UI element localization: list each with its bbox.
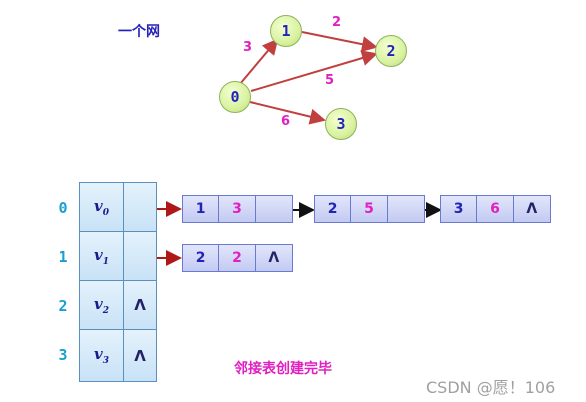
graph-node-0: 0	[219, 81, 251, 113]
vertex-first-ptr-1	[123, 231, 157, 281]
edge-node-v0-2: 2 5	[314, 195, 425, 223]
edge-next-ptr	[256, 196, 292, 222]
watermark: CSDN @愿！106	[426, 378, 556, 397]
null-pointer-3: Λ	[134, 346, 146, 365]
row-index-0: 0	[58, 199, 68, 217]
edge-0-2	[250, 50, 378, 92]
graph-node-1: 1	[270, 15, 302, 47]
edge-node-v0-3: 3 6 Λ	[440, 195, 551, 223]
vertex-cell-1: v1	[79, 231, 124, 281]
vertex-label-0: v0	[94, 196, 109, 218]
vertex-first-ptr-2: Λ	[123, 280, 157, 330]
weight-0-1: 3	[243, 40, 253, 55]
vertex-label-2: v2	[94, 294, 109, 316]
graph-node-3: 3	[325, 108, 357, 140]
null-pointer: Λ	[526, 201, 538, 217]
weight-0-3: 6	[281, 114, 291, 129]
vertex-label-3: v3	[94, 345, 109, 366]
vertex-label-1: v1	[94, 245, 109, 267]
edge-weight: 2	[219, 245, 256, 271]
edge-weight: 6	[477, 196, 514, 222]
edge-adjvex: 2	[315, 196, 352, 222]
edge-weight: 3	[219, 196, 256, 222]
edge-next-ptr	[388, 196, 424, 222]
edge-0-1	[239, 38, 279, 85]
edge-adjvex: 2	[183, 245, 220, 271]
null-pointer-2: Λ	[134, 296, 146, 314]
weight-0-2: 5	[325, 73, 335, 88]
vertex-cell-0: v0	[79, 182, 124, 232]
edge-adjvex: 3	[441, 196, 478, 222]
weight-1-2: 2	[332, 15, 342, 30]
edge-1-2	[301, 31, 378, 53]
row-index-1: 1	[58, 248, 68, 266]
row-index-2: 2	[58, 297, 68, 315]
edge-node-v0-1: 1 3	[182, 195, 293, 223]
edge-adjvex: 1	[183, 196, 220, 222]
edge-weight: 5	[351, 196, 388, 222]
vertex-first-ptr-3: Λ	[123, 329, 157, 382]
edge-node-v1-1: 2 2 Λ	[182, 244, 293, 272]
graph-title: 一个网	[118, 24, 160, 40]
completion-caption: 邻接表创建完毕	[234, 361, 332, 377]
edge-0-3	[249, 101, 326, 125]
vertex-cell-3: v3	[79, 329, 124, 382]
null-pointer: Λ	[268, 250, 280, 266]
graph-node-2: 2	[375, 35, 407, 67]
vertex-cell-2: v2	[79, 280, 124, 330]
vertex-first-ptr-0	[123, 182, 157, 232]
row-index-3: 3	[58, 346, 68, 364]
